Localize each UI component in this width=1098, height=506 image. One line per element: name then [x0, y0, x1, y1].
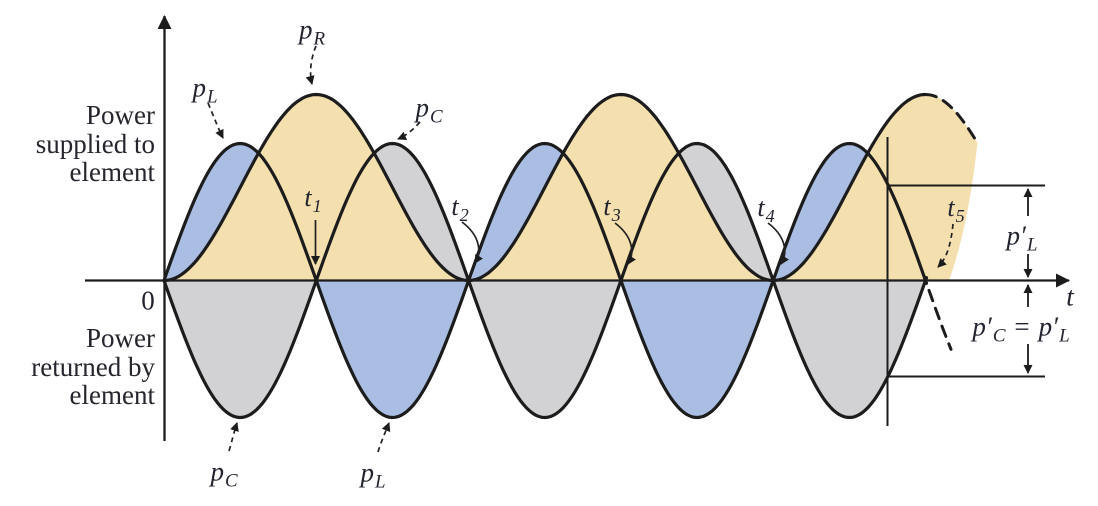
t2-arrow [461, 221, 484, 264]
y-axis-label-returned: Power returned by element [31, 324, 155, 410]
pC-equals-pL-label: p′C = p′L [972, 311, 1070, 347]
t3-arrow [614, 222, 637, 265]
pC-top-arrow [397, 121, 421, 140]
pC-top-label: pC [415, 92, 443, 128]
pL-positive-sliver [773, 143, 869, 281]
pL-top-arrow [207, 102, 224, 139]
t-axis-label: t [1066, 281, 1074, 312]
time-marker-t1: t1 [304, 183, 322, 217]
pR-fill [164, 94, 978, 281]
pL-positive-sliver [164, 143, 259, 281]
pR-curve-dashed [924, 93, 979, 145]
t4-arrow [767, 222, 790, 265]
y-axis-label-supplied-line: element [69, 157, 155, 187]
time-marker-t3: t3 [603, 192, 621, 226]
origin-label: 0 [141, 285, 155, 316]
pC-negative-lobe [164, 280, 317, 418]
pC-positive-sliver [373, 143, 469, 281]
y-axis-label-supplied: Power supplied to element [36, 101, 155, 187]
pC-negative-lobe [773, 280, 926, 418]
equals-sign: = [1014, 311, 1030, 342]
t5-arrow [937, 223, 954, 268]
pL-prime-dim-label: p′L [1006, 220, 1038, 256]
y-axis-label-returned-line: returned by [31, 351, 155, 382]
pR-top-arrow [305, 45, 317, 85]
pL-negative-lobe [620, 280, 774, 418]
pC-curve [162, 141, 929, 420]
pL-bottom-label: pL [360, 457, 386, 493]
pC-negative-lobe [468, 280, 621, 418]
pC-prime: p′C [972, 311, 1006, 347]
time-marker-t4: t4 [757, 193, 775, 227]
y-axis-label-supplied-line: Power [86, 100, 155, 130]
waveform-fills [164, 94, 978, 418]
pC-positive-sliver [678, 143, 774, 281]
pL-curve-dashed [927, 288, 953, 351]
pR-top-label: pR [298, 14, 326, 50]
pL-top-label: pL [192, 72, 218, 108]
pL-prime: p′L [1038, 311, 1070, 347]
pL-bottom-arrow [377, 422, 391, 453]
time-marker-t2: t2 [451, 192, 469, 226]
pL-curve [162, 141, 929, 420]
axes [85, 15, 1070, 441]
y-axis-label-returned-line: Power [86, 323, 155, 353]
pC-bottom-arrow [228, 422, 239, 452]
pointer-arrows [207, 45, 954, 453]
pR-curve [162, 92, 928, 283]
y-axis-label-returned-line: element [69, 380, 155, 410]
time-marker-t5: t5 [947, 193, 965, 227]
pL-positive-sliver [468, 143, 564, 281]
cut-dimension [886, 137, 1045, 426]
y-axis-label-supplied-line: supplied to [35, 128, 155, 159]
waveform-curves [162, 92, 979, 420]
pC-bottom-label: pC [210, 456, 238, 492]
pL-negative-lobe [316, 280, 469, 418]
